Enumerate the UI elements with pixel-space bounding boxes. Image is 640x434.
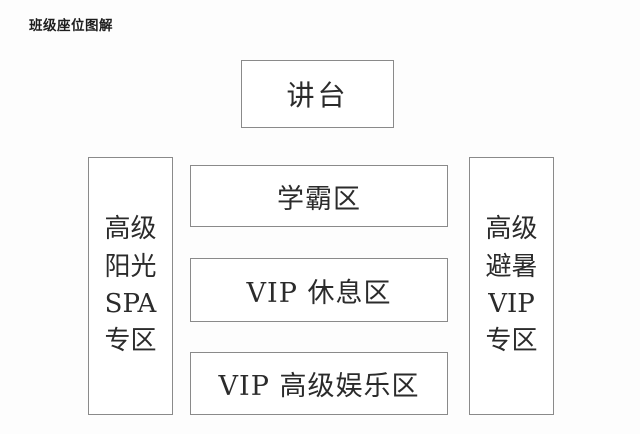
zone-left-line-4: 专区 bbox=[104, 326, 157, 357]
zone-left-column: 高级 阳光 SPA 专区 bbox=[88, 157, 173, 415]
zone-right-line-4: 专区 bbox=[485, 326, 538, 357]
diagram-title: 班级座位图解 bbox=[29, 18, 113, 34]
zone-left-line-2: 阳光 bbox=[104, 251, 157, 282]
zone-center-row-1-label: 学霸区 bbox=[277, 183, 361, 215]
zone-right-line-1: 高级 bbox=[485, 214, 538, 245]
zone-center-row-2: VIP 休息区 bbox=[190, 258, 448, 322]
zone-left-line-3: SPA bbox=[104, 289, 157, 319]
zone-right-line-2: 避暑 bbox=[485, 251, 538, 282]
zone-center-row-3: VIP 高级娱乐区 bbox=[190, 352, 448, 415]
zone-podium: 讲台 bbox=[241, 60, 394, 128]
zone-right-line-3: VIP bbox=[488, 289, 535, 319]
zone-podium-label: 讲台 bbox=[286, 79, 349, 112]
zone-left-column-stack: 高级 阳光 SPA 专区 bbox=[89, 216, 172, 355]
zone-right-column: 高级 避暑 VIP 专区 bbox=[469, 157, 554, 415]
zone-center-row-1: 学霸区 bbox=[190, 165, 448, 227]
zone-left-line-1: 高级 bbox=[104, 214, 157, 245]
zone-center-row-2-label: VIP 休息区 bbox=[246, 277, 392, 309]
zone-center-row-3-label: VIP 高级娱乐区 bbox=[218, 371, 420, 402]
zone-right-column-stack: 高级 避暑 VIP 专区 bbox=[470, 216, 553, 355]
